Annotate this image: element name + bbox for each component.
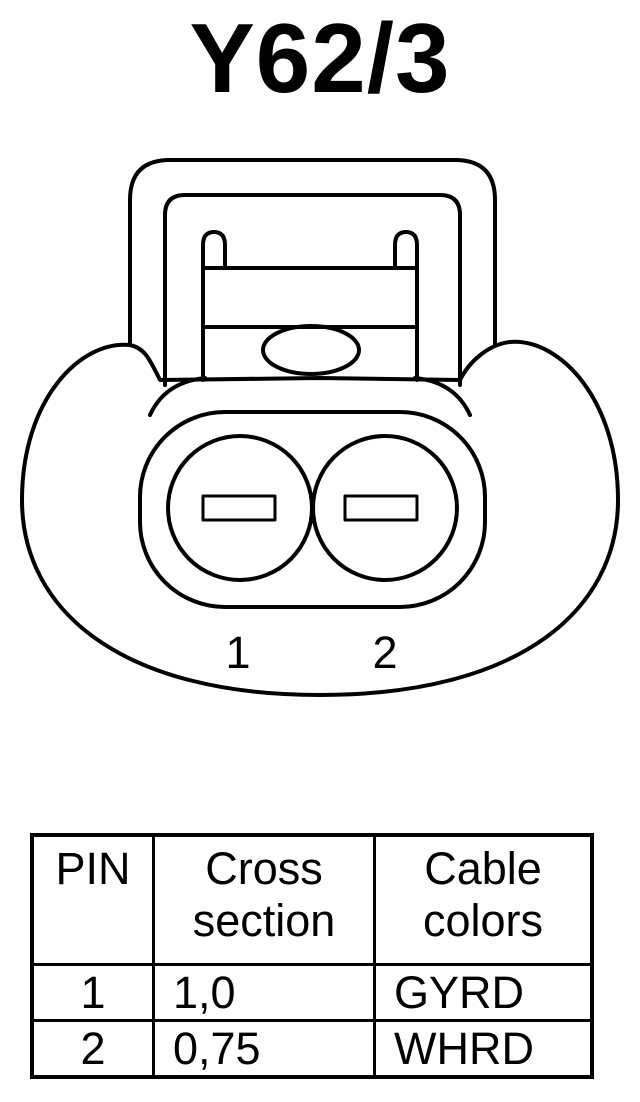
latch-button [261, 324, 361, 376]
header-pin: PIN [30, 833, 155, 966]
latch-prong-left [201, 230, 227, 382]
shoulder-right [413, 376, 472, 417]
table-header-row: PIN Cross section Cable colors [30, 833, 594, 966]
header-cable-colors: Cable colors [373, 833, 594, 966]
pin-label-2: 2 [372, 627, 397, 678]
diagram-title: Y62/3 [189, 3, 451, 113]
cell-cross-section: 0,75 [152, 1019, 376, 1079]
pin-terminal-1 [201, 494, 277, 522]
cell-pin: 1 [30, 963, 155, 1022]
mating-face [138, 410, 487, 609]
pin-label-1: 1 [225, 627, 250, 678]
cell-cross-section: 1,0 [152, 963, 376, 1022]
cell-cable-color: GYRD [373, 963, 594, 1022]
pin-cavity-1 [166, 434, 314, 582]
header-cross-section: Cross section [152, 833, 376, 966]
pin-cavity-2 [311, 434, 459, 582]
table-row: 1 1,0 GYRD [30, 963, 594, 1022]
latch-prong-right [393, 230, 419, 382]
table-row: 2 0,75 WHRD [30, 1019, 594, 1079]
connector-diagram: 1 2 [20, 158, 620, 697]
latch-inner [163, 193, 462, 387]
shoulder-left [148, 376, 207, 417]
cell-cable-color: WHRD [373, 1019, 594, 1079]
cell-pin: 2 [30, 1019, 155, 1079]
connector-body [20, 339, 620, 697]
latch-outer [128, 158, 497, 347]
pin-terminal-2 [343, 494, 419, 522]
pin-table: PIN Cross section Cable colors 1 1,0 GYR… [30, 833, 594, 1079]
